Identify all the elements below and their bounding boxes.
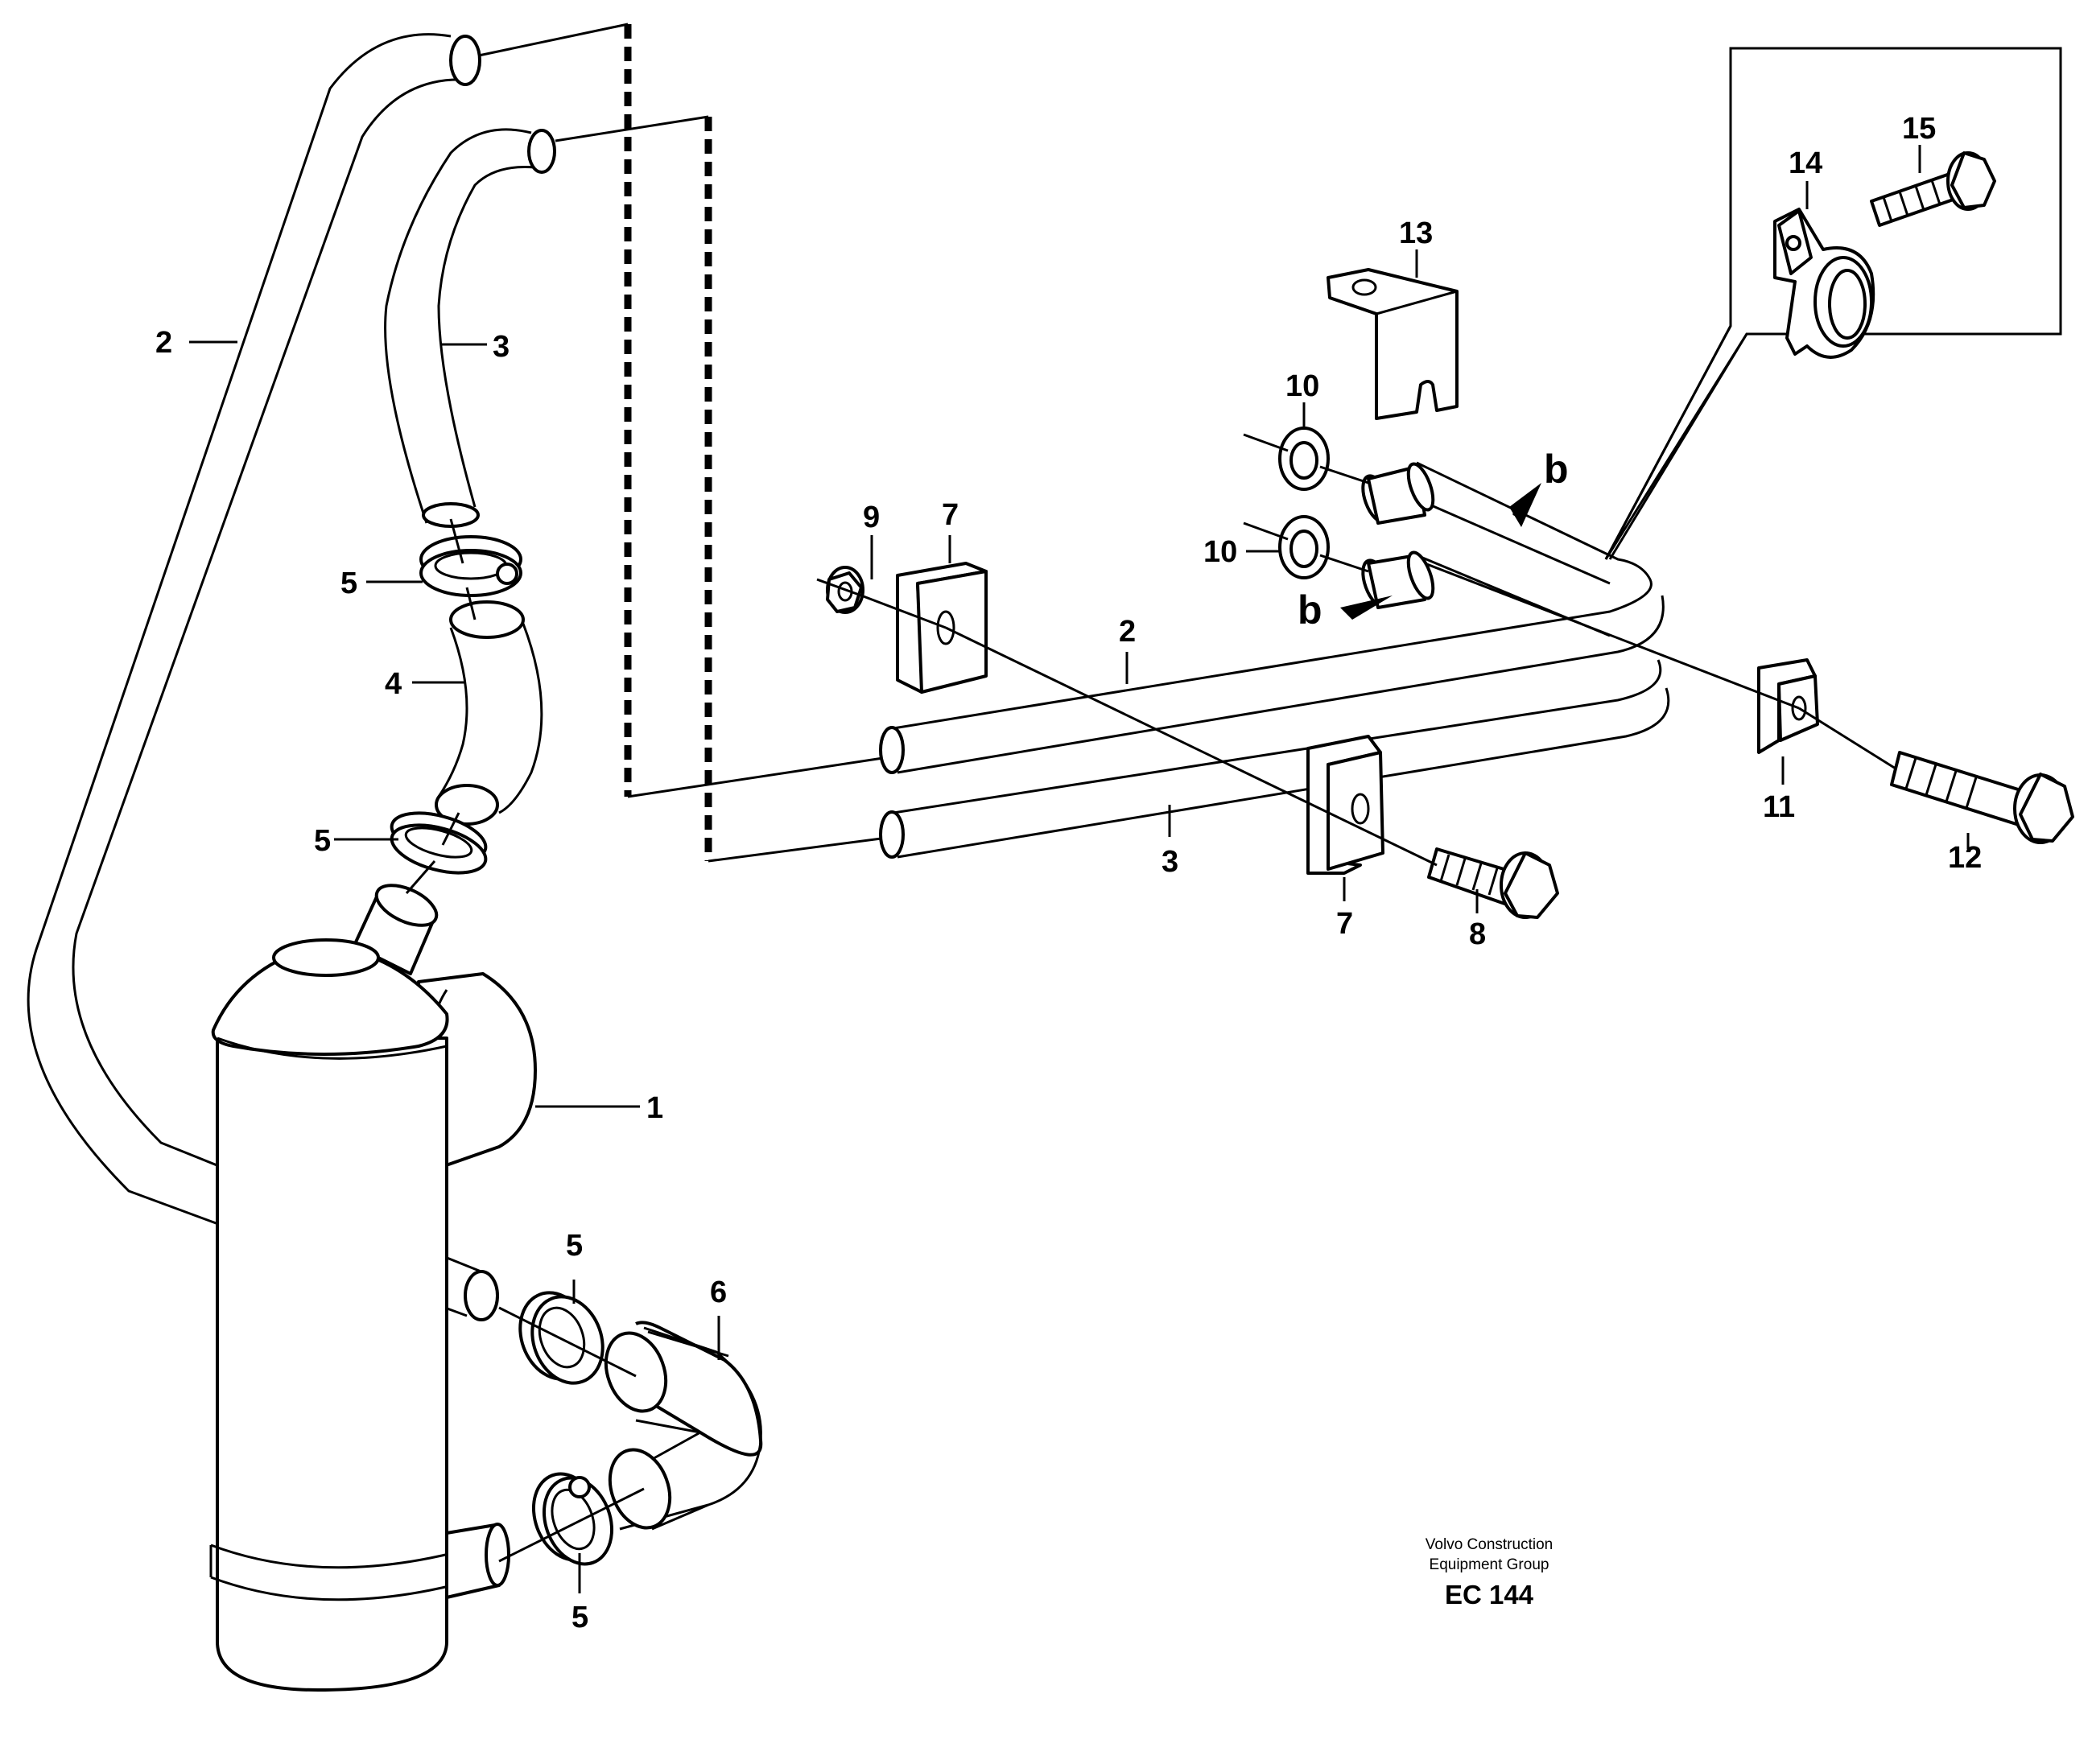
callout-15: 15: [1902, 112, 1936, 146]
footer-company-line2: Equipment Group: [1430, 1556, 1549, 1573]
break-lines: [474, 23, 894, 863]
bracket-7-bottom: [1306, 735, 1384, 875]
callout-2-left: 2: [155, 326, 172, 360]
clamp-5-b: [390, 811, 488, 875]
clamp-5-d: [531, 1472, 614, 1566]
hose-3-upper: [384, 128, 556, 528]
callout-14: 14: [1789, 146, 1822, 180]
bolt-8: [1427, 847, 1559, 919]
bracket-11: [1757, 658, 1819, 754]
callout-10-top: 10: [1285, 369, 1319, 403]
footer: Volvo Construction Equipment Group EC 14…: [1426, 1536, 1553, 1609]
b-arrows: [1340, 483, 1541, 620]
callout-9: 9: [863, 501, 880, 534]
callout-1: 1: [646, 1091, 663, 1125]
callout-3-mid: 3: [1162, 845, 1178, 879]
washer-10-bottom: [1278, 515, 1330, 579]
bracket-7-top: [896, 562, 988, 694]
callout-5-d: 5: [571, 1601, 588, 1634]
callout-10-bottom: 10: [1203, 535, 1237, 569]
clamp-5-a: [419, 535, 522, 597]
hose-4: [435, 600, 543, 826]
pipes-2-3: [879, 461, 1670, 859]
callout-8: 8: [1469, 917, 1486, 951]
bracket-13: [1327, 268, 1459, 420]
callout-4: 4: [385, 667, 402, 701]
footer-figure-code: EC 144: [1445, 1580, 1534, 1609]
callout-5-c: 5: [566, 1229, 583, 1263]
callout-3-top: 3: [493, 330, 510, 364]
leader-lines: [189, 145, 1970, 1593]
callout-12: 12: [1948, 841, 1982, 875]
assembly-lines: [405, 433, 1896, 1563]
footer-company-line1: Volvo Construction: [1426, 1536, 1553, 1553]
expansion-tank-1: [209, 884, 537, 1692]
label-b-top: b: [1544, 447, 1569, 492]
detail-inset: [1604, 47, 2062, 560]
callout-2-mid: 2: [1119, 615, 1136, 649]
callout-5-b: 5: [314, 824, 331, 858]
washer-10-top: [1278, 427, 1330, 491]
hose-6: [604, 1321, 763, 1531]
bolt-12: [1890, 751, 2074, 844]
hose-2-left: [27, 33, 499, 1321]
callout-7-top: 7: [942, 498, 959, 532]
callout-11: 11: [1763, 790, 1795, 824]
callout-13: 13: [1399, 216, 1433, 250]
callout-6: 6: [710, 1276, 727, 1309]
callout-5-a: 5: [340, 567, 357, 600]
callout-labels: 2 3 5 4 5 1 5 6 5 9 7 2 3 7 8 10 10 13 1…: [155, 112, 1982, 1634]
label-b-mid: b: [1298, 587, 1322, 633]
callout-7-bottom: 7: [1336, 907, 1353, 941]
